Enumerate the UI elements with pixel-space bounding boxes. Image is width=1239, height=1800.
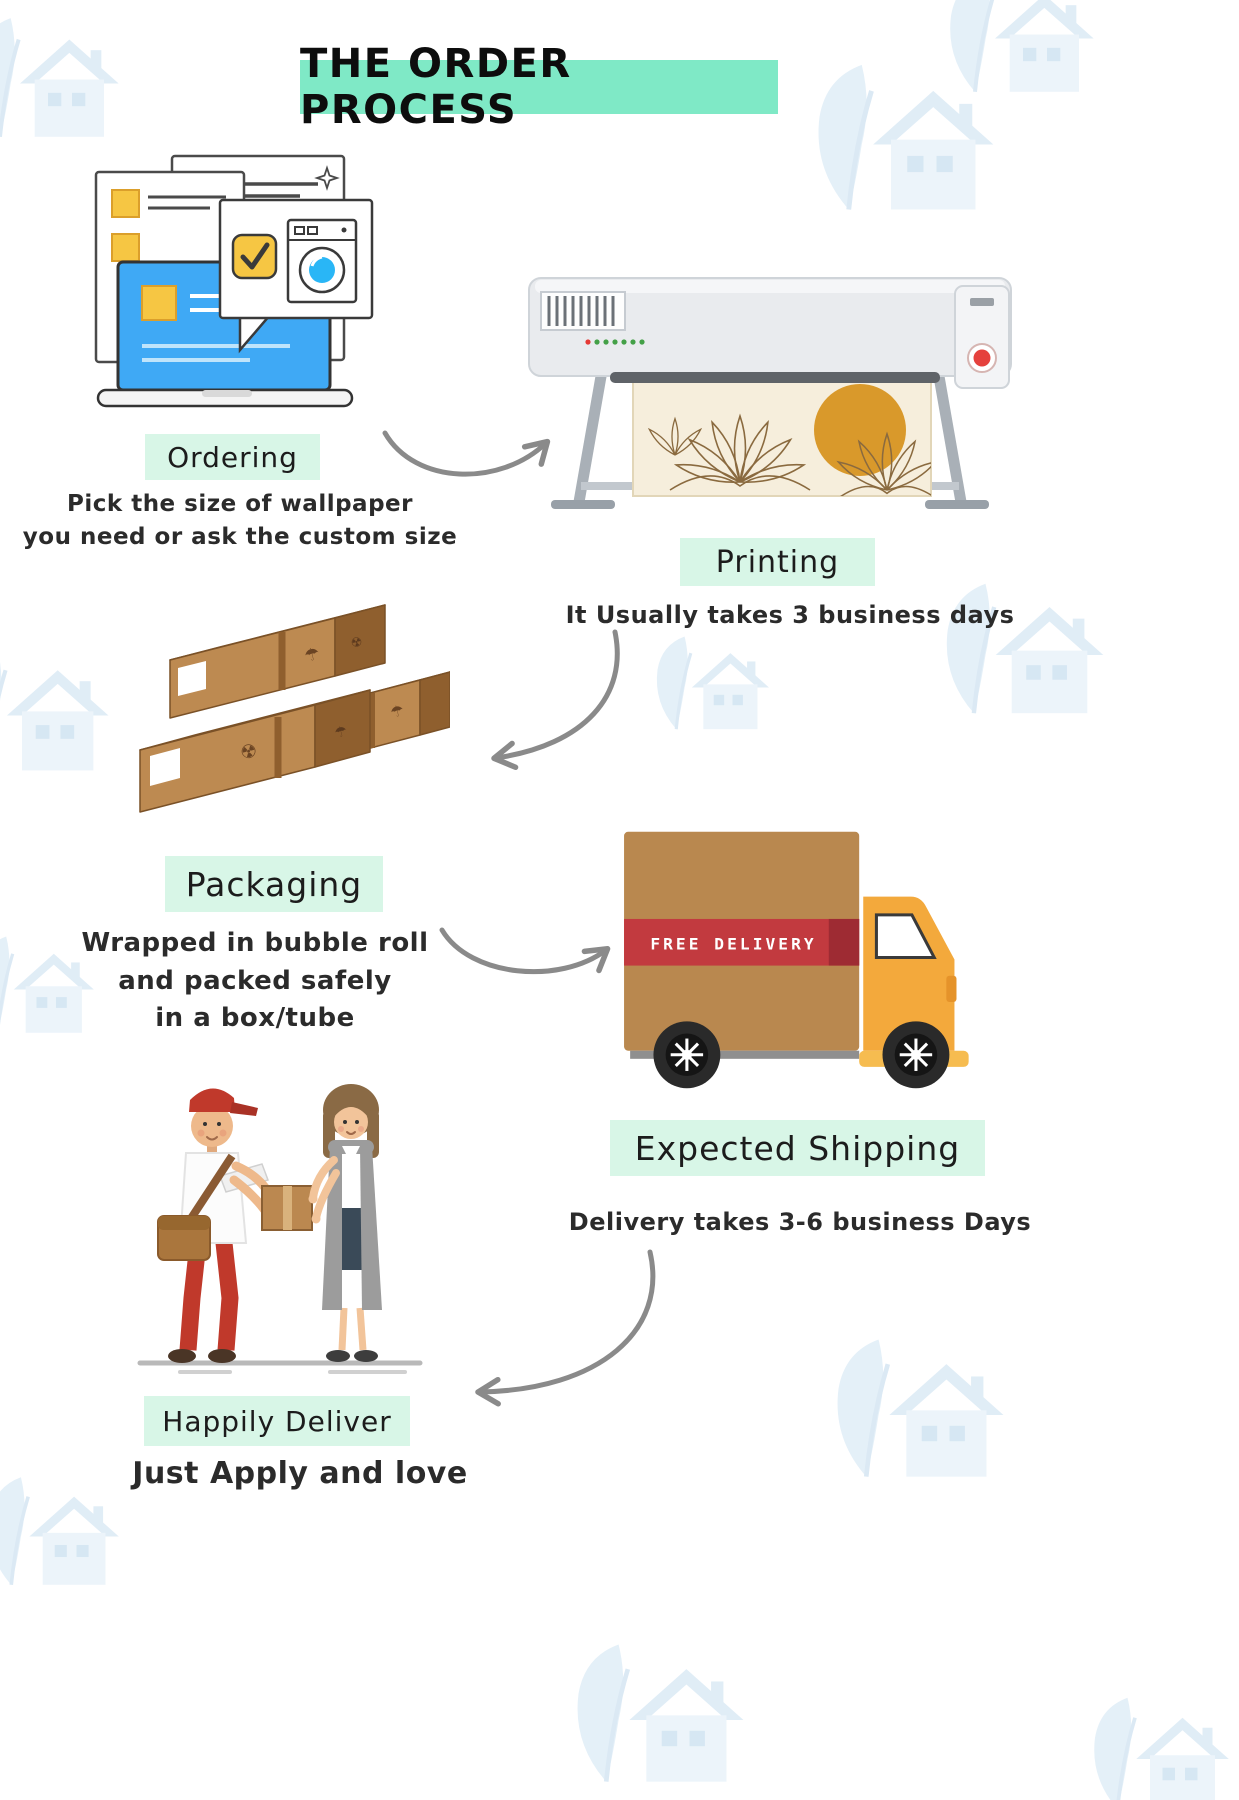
truck-wheel-front xyxy=(882,1021,950,1089)
printer-vent xyxy=(547,296,615,326)
printer-paper xyxy=(632,377,932,497)
ground-line xyxy=(137,1360,423,1374)
step-desc-packaging: Wrapped in bubble roll and packed safely… xyxy=(35,925,475,1038)
step-desc-ordering: Pick the size of wallpaper you need or a… xyxy=(20,488,460,555)
speech-bubble-icon xyxy=(218,198,374,354)
lotus-flower-small xyxy=(647,416,703,456)
desc-line: Wrapped in bubble roll xyxy=(81,928,429,958)
desc-line: and packed safely xyxy=(118,965,392,996)
desc-line: you need or ask the custom size xyxy=(22,524,458,551)
step-desc-deliver: Just Apply and love xyxy=(80,1452,520,1496)
step-desc-shipping: Delivery takes 3-6 business Days xyxy=(555,1205,1045,1240)
desc-line: Delivery takes 3-6 business Days xyxy=(568,1208,1032,1236)
arrow-packaging-to-shipping xyxy=(430,905,625,1000)
desc-line: in a box/tube xyxy=(155,1003,355,1034)
step-label-shipping: Expected Shipping xyxy=(610,1120,985,1176)
printing-illustration xyxy=(515,250,1025,520)
arrow-ordering-to-printing xyxy=(370,415,570,500)
step-desc-printing: It Usually takes 3 business days xyxy=(540,598,1040,633)
svg-text:☂: ☂ xyxy=(302,644,322,667)
lotus-flower-left xyxy=(669,413,811,491)
status-dots xyxy=(585,339,645,345)
arrow-printing-to-packaging xyxy=(470,620,640,775)
svg-text:☂: ☂ xyxy=(388,701,406,722)
page-title: THE ORDER PROCESS xyxy=(300,41,778,133)
free-delivery-banner: FREE DELIVERY xyxy=(650,934,816,953)
step-label-ordering: Ordering xyxy=(145,434,320,480)
box-top-left: ☂ ☢ xyxy=(169,604,386,719)
step-label-packaging: Packaging xyxy=(165,856,383,912)
lotus-flower-right xyxy=(836,431,931,496)
red-cap-icon xyxy=(189,1088,235,1112)
svg-text:☢: ☢ xyxy=(238,739,260,764)
truck-chassis xyxy=(630,1050,860,1059)
desc-line: Just Apply and love xyxy=(132,1456,468,1491)
ordering-illustration xyxy=(90,150,380,425)
truck-cargo-box: FREE DELIVERY xyxy=(624,831,860,1051)
delivery-man xyxy=(157,1088,277,1363)
printer-body xyxy=(528,277,1012,389)
deliver-illustration xyxy=(120,1058,440,1378)
step-label-printing: Printing xyxy=(680,538,875,586)
box-front: ☢ ☂ xyxy=(139,689,371,813)
receiving-woman xyxy=(308,1084,382,1362)
package-box xyxy=(261,1185,313,1231)
washing-machine-icon xyxy=(286,218,358,304)
desc-line: It Usually takes 3 business days xyxy=(565,601,1015,629)
step-label-deliver: Happily Deliver xyxy=(144,1396,410,1446)
truck-wheel-rear xyxy=(653,1021,721,1089)
arrow-shipping-to-deliver xyxy=(450,1240,670,1410)
packaging-illustration: ☂ ☢ ☂ ☢ ☂ xyxy=(130,600,450,850)
shipping-illustration: FREE DELIVERY xyxy=(620,825,995,1095)
svg-text:☢: ☢ xyxy=(349,635,364,652)
desc-line: Pick the size of wallpaper xyxy=(67,491,413,517)
svg-text:☂: ☂ xyxy=(333,723,349,742)
